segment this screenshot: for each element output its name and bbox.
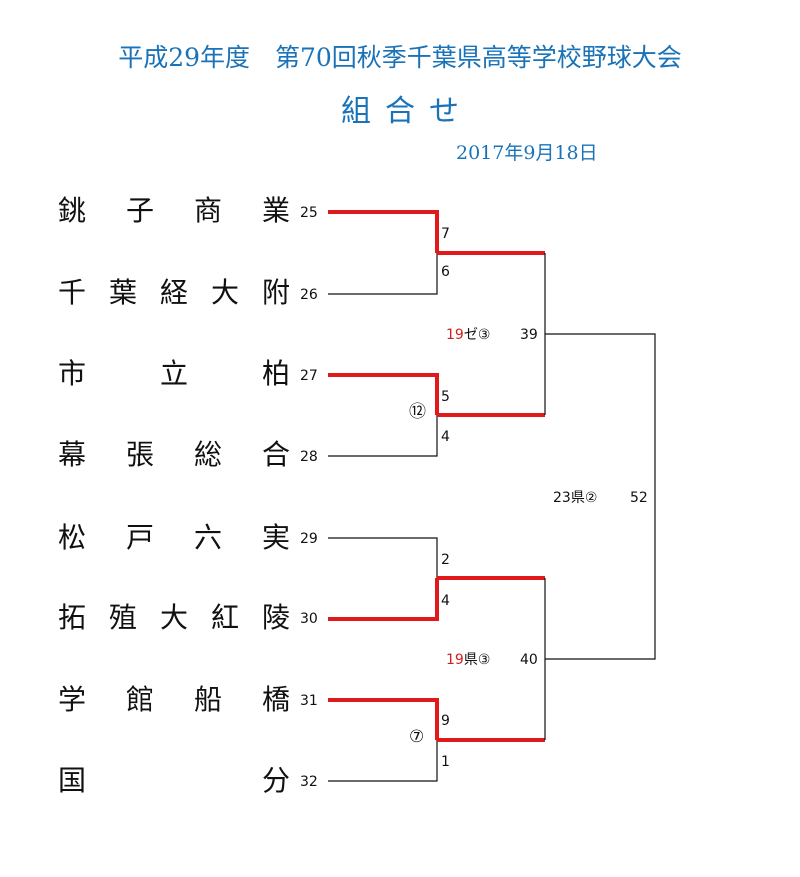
bracket-line [545,333,656,660]
team-char: 業 [262,194,291,227]
venue: ゼ③ [463,327,491,343]
seed-number: 26 [300,287,318,303]
page-subtitle: 組合せ [341,94,473,129]
team-char: 戸 [126,521,155,554]
team-5: 拓 殖 大 紅 陵 [58,600,290,636]
team-char: 柏 [262,357,291,390]
team-7: 国 分 [58,763,290,799]
team-char: 分 [262,764,291,797]
bracket-line [328,415,438,457]
score: 2 [441,552,450,568]
team-char: 総 [194,438,223,471]
final-venue: 23県② [553,490,598,506]
team-char: 大 [211,276,240,309]
team-2: 市 立 柏 [58,356,290,392]
bracket-line [328,253,438,295]
team-char: 紅 [211,601,240,634]
team-char: 附 [262,276,291,309]
team-4: 松 戸 六 実 [58,520,290,556]
seed-number: 28 [300,449,318,465]
bracket-line [328,740,438,782]
innings-note: ⑫ [409,402,426,422]
team-char: 殖 [109,601,138,634]
team-char: 学 [58,683,87,716]
seed-number: 29 [300,531,318,547]
team-char: 立 [160,357,189,390]
tournament-title: 平成29年度 第70回秋季千葉県高等学校野球大会 [118,43,682,72]
bracket-line-winner [328,210,439,253]
team-char: 松 [58,521,87,554]
seed-number: 32 [300,774,318,790]
team-char: 船 [194,683,223,716]
team-char: 千 [58,276,87,309]
venue: 県③ [463,652,491,668]
score: 4 [441,593,450,609]
game-date: 19 [446,652,464,668]
score: 6 [441,264,450,280]
team-1: 千 葉 経 大 附 [58,275,290,311]
team-char: 張 [126,438,155,471]
team-char: 経 [160,276,189,309]
score: 5 [441,389,450,405]
bracket-line-winner [328,698,439,740]
game-date: 19 [446,327,464,343]
team-0: 銚 子 商 業 [58,193,290,229]
match-number: 40 [520,652,538,668]
innings-note: ⑦ [409,727,425,747]
score: 9 [441,713,450,729]
semi-info: 19ゼ③ [446,326,490,344]
team-char: 拓 [58,601,87,634]
team-char: 大 [160,601,189,634]
score: 1 [441,754,450,770]
seed-number: 27 [300,368,318,384]
team-char: 陵 [262,601,291,634]
team-char: 国 [58,764,87,797]
team-char: 合 [262,438,291,471]
team-char: 六 [194,521,223,554]
match-number: 39 [520,327,538,343]
team-char: 葉 [109,276,138,309]
team-char: 実 [262,521,291,554]
team-char: 商 [194,194,223,227]
team-char: 銚 [58,194,87,227]
match-number: 52 [630,490,648,506]
team-6: 学 館 船 橋 [58,682,290,718]
semi-info: 19県③ [446,651,490,669]
seed-number: 25 [300,205,318,221]
score: 4 [441,429,450,445]
team-char: 橋 [262,683,291,716]
bracket-date: 2017年9月18日 [456,142,598,164]
team-char: 幕 [58,438,87,471]
score: 7 [441,226,450,242]
team-3: 幕 張 総 合 [58,437,290,473]
bracket-line-winner [328,373,439,415]
team-char: 館 [126,683,155,716]
team-char: 子 [126,194,155,227]
bracket-line-winner [328,578,439,621]
seed-number: 31 [300,693,318,709]
bracket-line [328,537,438,578]
team-char: 市 [58,357,87,390]
seed-number: 30 [300,611,318,627]
